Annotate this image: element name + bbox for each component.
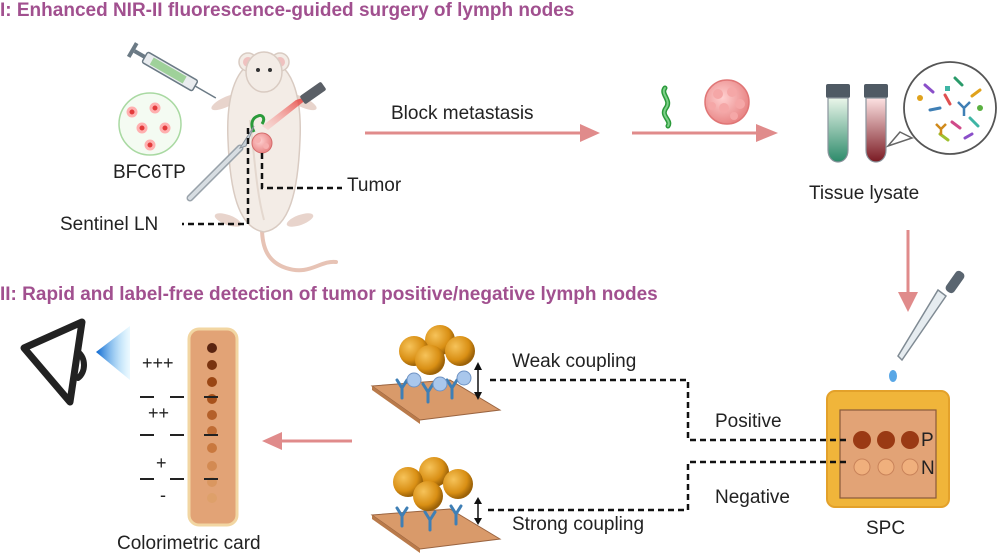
level-high: +++ <box>142 353 174 373</box>
eye-icon <box>20 318 130 406</box>
positive-spots <box>853 431 919 449</box>
probe-nanoparticle-bubble <box>118 92 182 156</box>
tube-icon <box>826 84 888 163</box>
spc-label: SPC <box>866 518 906 539</box>
level-mid: ++ <box>148 403 170 423</box>
weak-coupling-label: Weak coupling <box>512 351 637 372</box>
lymph-vessel <box>250 114 266 133</box>
negative-spots <box>853 458 919 476</box>
spc-chip <box>826 390 950 508</box>
spc-n-label: N <box>921 458 935 479</box>
laser-icon <box>262 82 326 130</box>
level-low: + <box>156 453 167 473</box>
sentinel-ln-label: Sentinel LN <box>60 214 159 235</box>
coupling-connectors <box>488 378 846 512</box>
to-lysate-arrow <box>632 124 778 142</box>
syringe-icon <box>126 42 217 99</box>
tumor-icon <box>251 132 273 154</box>
colorimetric-card-label: Colorimetric card <box>117 533 261 554</box>
down-arrow <box>898 230 918 312</box>
scalpel-icon <box>186 125 255 202</box>
strong-coupling-schematic <box>370 457 502 553</box>
molecule-bubble <box>885 61 997 155</box>
strong-coupling-label: Strong coupling <box>512 514 645 535</box>
positive-label: Positive <box>715 411 782 432</box>
tumor-label: Tumor <box>347 175 402 196</box>
block-metastasis-arrow <box>365 124 600 142</box>
tumor-cell-icon <box>704 79 750 125</box>
negative-label: Negative <box>715 487 790 508</box>
tissue-lysate-label: Tissue lysate <box>809 183 920 204</box>
section-2-title: II: Rapid and label-free detection of tu… <box>0 284 658 305</box>
leader-lines <box>182 128 342 226</box>
weak-coupling-schematic <box>370 325 502 424</box>
probe-label: BFC6TP <box>113 162 186 183</box>
section-1-title: I: Enhanced NIR-II fluorescence-guided s… <box>0 0 575 21</box>
block-metastasis-label: Block metastasis <box>391 103 534 124</box>
level-none: - <box>160 485 166 505</box>
dropper-icon <box>889 270 965 382</box>
spc-p-label: P <box>921 430 934 451</box>
to-card-arrow <box>262 432 352 450</box>
card-separators <box>140 396 218 480</box>
lymph-node-icon <box>661 85 672 129</box>
